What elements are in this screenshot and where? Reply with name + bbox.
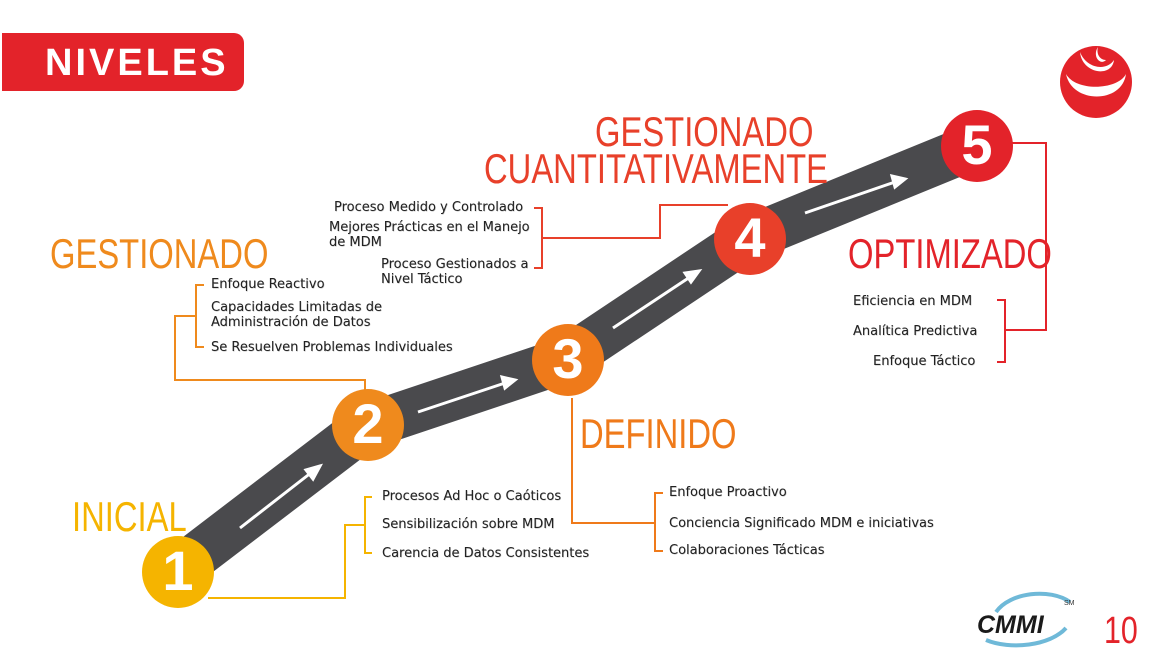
level-1-item: Procesos Ad Hoc o Caóticos: [382, 489, 562, 504]
level-2-item: Capacidades Limitadas de Administración …: [211, 300, 382, 330]
level-1-title: INICIAL: [72, 493, 187, 540]
level-4-item: Proceso Medido y Controlado: [334, 200, 524, 215]
level-2-number: 2: [352, 392, 384, 455]
cmmi-logo-text: CMMI: [977, 611, 1044, 639]
connector-level-3: [571, 398, 663, 552]
cmmi-sm-mark: SM: [1064, 600, 1075, 607]
level-2-title: GESTIONADO: [50, 230, 269, 277]
level-3-title: DEFINIDO: [580, 410, 737, 457]
level-2-item: Enfoque Reactivo: [211, 277, 325, 292]
level-1-item: Sensibilización sobre MDM: [382, 517, 555, 532]
level-1-circle: [142, 536, 214, 608]
level-4-item: Proceso Gestionados a Nivel Táctico: [381, 257, 529, 287]
slide-title: NIVELES: [45, 42, 229, 84]
level-3-item: Colaboraciones Tácticas: [669, 543, 825, 558]
level-5-title: OPTIMIZADO: [848, 230, 1052, 277]
title-badge: [2, 33, 244, 91]
level-1-item: Carencia de Datos Consistentes: [382, 546, 590, 561]
connector-level-2: [174, 284, 366, 395]
level-4-number: 4: [734, 206, 766, 269]
cmmi-logo: [985, 591, 1072, 648]
level-3-item: Conciencia Significado MDM e iniciativas: [669, 516, 934, 531]
upc-flame-logo: [1060, 46, 1132, 118]
road-arrows: [239, 173, 909, 530]
level-3-number: 3: [552, 327, 584, 390]
level-4-title-line1: GESTIONADO: [595, 108, 814, 155]
level-4-title-line2: CUANTITATIVAMENTE: [484, 145, 828, 192]
level-3-item: Enfoque Proactivo: [669, 485, 787, 500]
level-2-item: Se Resuelven Problemas Individuales: [211, 340, 453, 355]
page-number: 10: [1104, 610, 1138, 652]
level-5-item: Eficiencia en MDM: [853, 294, 973, 309]
level-4-circle: [714, 203, 786, 275]
level-5-number: 5: [961, 113, 993, 176]
level-5-item: Enfoque Táctico: [873, 354, 976, 369]
connector-level-5: [997, 142, 1047, 363]
level-4-item: Mejores Prácticas en el Manejo de MDM: [329, 220, 530, 250]
level-3-circle: [532, 324, 604, 396]
connector-level-4: [534, 204, 728, 269]
level-5-circle: [941, 110, 1013, 182]
level-1-number: 1: [162, 539, 194, 602]
connector-level-1: [208, 496, 372, 599]
level-5-item: Analítica Predictiva: [853, 324, 978, 339]
level-2-circle: [332, 389, 404, 461]
